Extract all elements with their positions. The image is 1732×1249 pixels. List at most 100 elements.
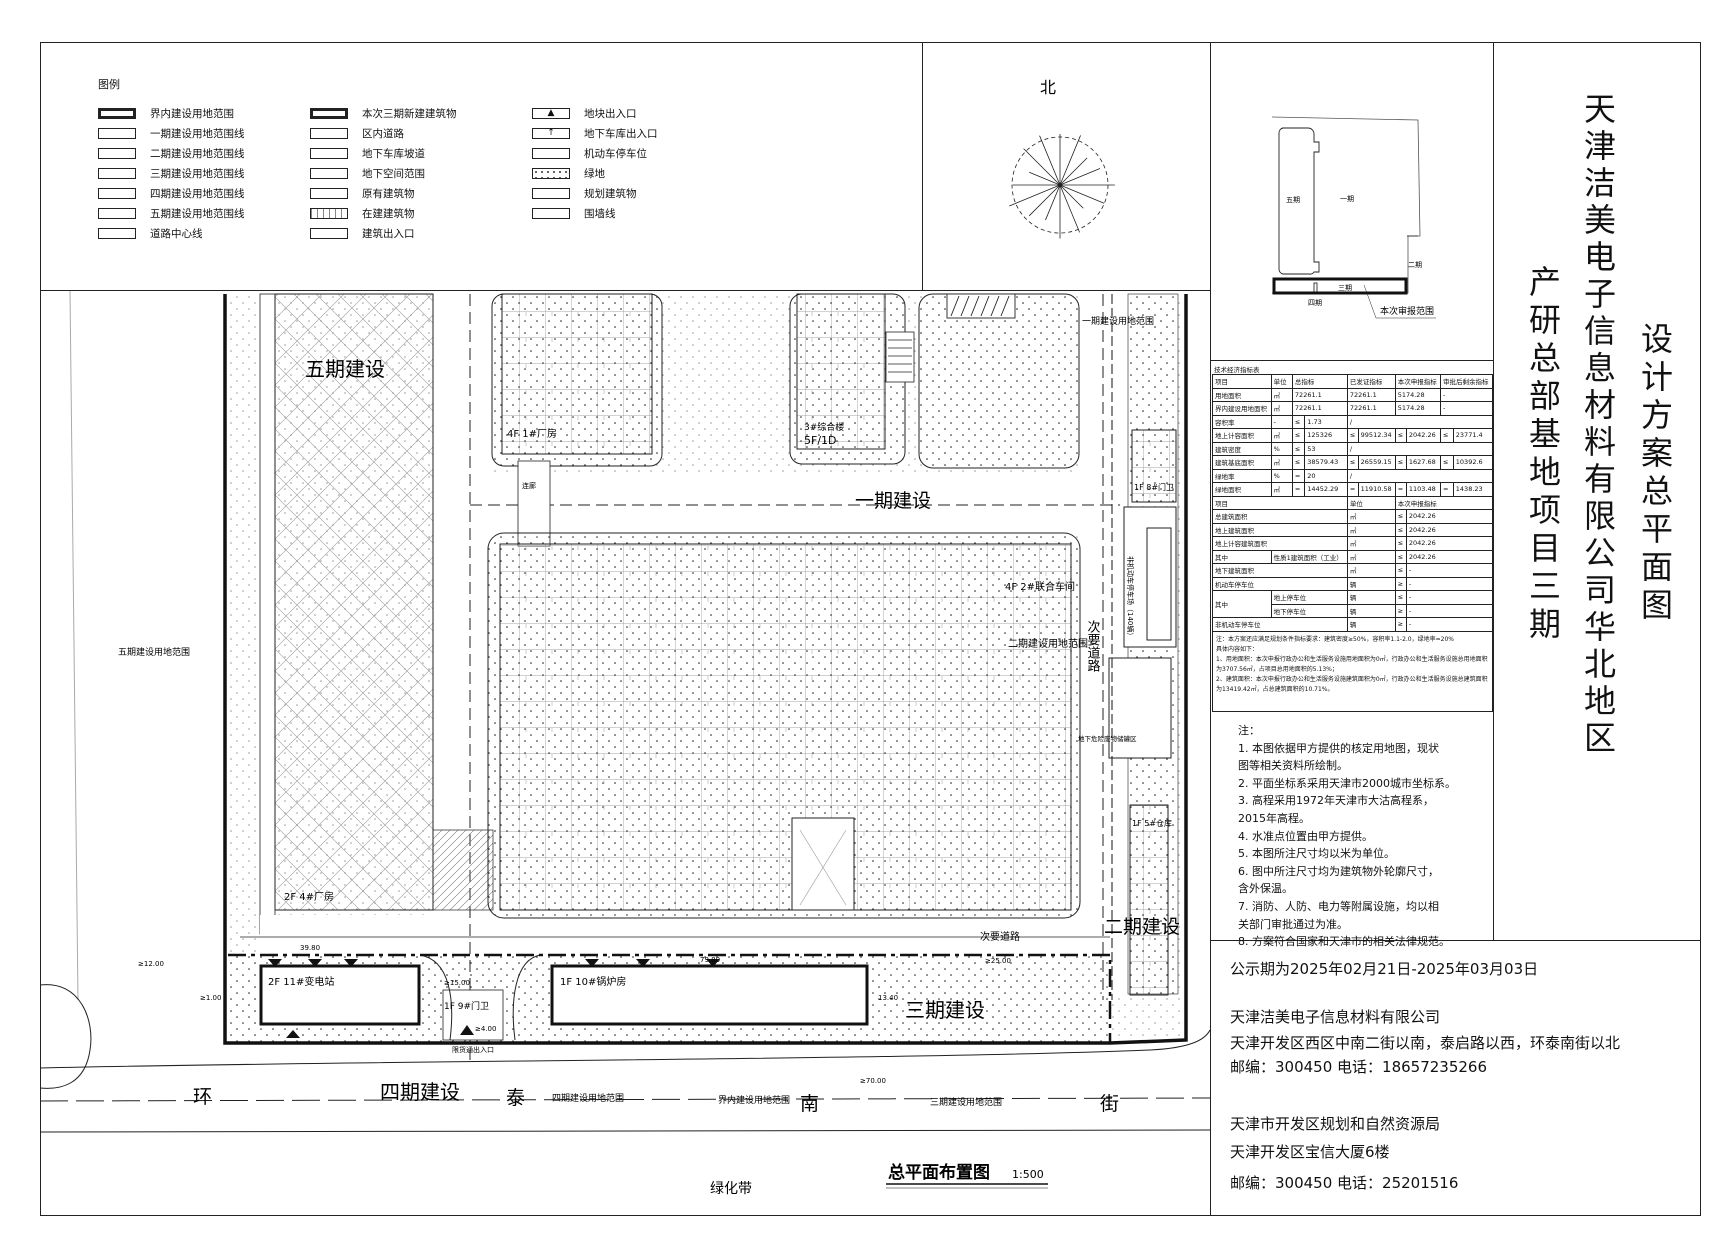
legend-swatch-icon (98, 207, 136, 219)
applicant-name: 天津洁美电子信息材料有限公司 (1230, 1008, 1441, 1026)
table-cell: 99512.34 (1357, 428, 1396, 443)
label-secondary-road: 次要道路 (980, 930, 1020, 943)
table-cell: 2042.26 (1405, 536, 1494, 551)
table-cell: 1.73 (1304, 414, 1348, 429)
table-cell: 辆 (1346, 617, 1396, 632)
north-compass: 北 (1009, 78, 1115, 239)
legend-swatch-icon (98, 147, 136, 159)
legend-swatch-icon (310, 227, 348, 239)
label-site-scope: 界内建设用地范围 (718, 1094, 790, 1106)
legend-item: 界内建设用地范围 (98, 104, 234, 122)
legend-label: 地下空间范围 (362, 167, 425, 180)
table-cell: ≥ (1394, 603, 1407, 618)
table-cell: 2042.26 (1405, 509, 1494, 524)
table-cell: = (1394, 482, 1407, 497)
table-cell: 其中 (1212, 549, 1272, 564)
table-cell: 2042.26 (1405, 549, 1494, 564)
table-header: 项目 (1212, 495, 1348, 510)
table-cell: - (1405, 603, 1494, 618)
table-cell: 2042.26 (1405, 428, 1441, 443)
legend-item: 三期建设用地范围线 (98, 164, 245, 182)
legend-title: 图例 (98, 78, 120, 91)
label-phase2-scope: 二期建设用地范围 (1008, 637, 1088, 650)
table-cell: / (1346, 414, 1494, 429)
legend-swatch-icon (532, 147, 570, 159)
keyplan-phase5: 五期 (1286, 196, 1300, 204)
legend-item: 四期建设用地范围线 (98, 184, 245, 202)
table-cell: ㎡ (1270, 482, 1293, 497)
table-cell: 10392.6 (1452, 455, 1494, 470)
table-cell: 23771.4 (1452, 428, 1494, 443)
legend-label: 围墙线 (584, 207, 616, 220)
label-b11: 2F 11#变电站 (268, 975, 334, 988)
keyplan-phase1: 一期 (1340, 195, 1354, 203)
table-cell: ㎡ (1270, 401, 1293, 416)
legend-swatch-icon (98, 167, 136, 179)
dim-label: ≥1.00 (200, 994, 221, 1002)
table-cell: ㎡ (1270, 428, 1293, 443)
table-header: 总指标 (1291, 374, 1348, 389)
authority-name: 天津市开发区规划和自然资源局 (1230, 1115, 1441, 1133)
legend-item: 绿地 (532, 164, 605, 182)
label-green-belt: 绿化带 (710, 1181, 752, 1197)
label-b5: 1F 5#仓库 (1132, 818, 1172, 828)
table-cell: ≤ (1394, 455, 1407, 470)
dim-label: ≥15.00 (444, 979, 470, 987)
table-cell: % (1270, 468, 1293, 483)
legend-label: 三期建设用地范围线 (150, 167, 245, 180)
site-plan: 五期建设 一期建设 二期建设 三期建设 四期建设 五期建设用地范围 一期建设用地… (40, 291, 1210, 1197)
project-title-company: 天津洁美电子信息材料有限公司华北地区 (1579, 92, 1617, 758)
table-cell: 绿地面积 (1212, 482, 1272, 497)
table-header: 单位 (1270, 374, 1293, 389)
label-phase4: 四期建设 (380, 1080, 460, 1104)
publicity-period: 公示期为2025年02月21日-2025年03月03日 (1230, 960, 1539, 978)
dim-label: 79.80 (700, 956, 720, 964)
dim-label: ≥12.00 (138, 960, 164, 968)
table-cell: = (1291, 482, 1306, 497)
dim-label: 13.40 (878, 994, 898, 1002)
note-line: 4. 水准点位置由甲方提供。 (1238, 829, 1373, 843)
legend-label: 五期建设用地范围线 (150, 207, 245, 220)
dim-label: ≥25.00 (985, 957, 1011, 965)
table-cell: ≤ (1346, 428, 1359, 443)
table-cell: - (1405, 590, 1494, 605)
keyplan-phase2: 二期 (1408, 261, 1422, 269)
divider (40, 290, 1210, 291)
table-header: 单位 (1346, 495, 1396, 510)
table-cell: 5174.28 (1394, 387, 1441, 402)
table-cell: ≤ (1291, 428, 1306, 443)
table-cell: % (1270, 441, 1293, 456)
table-cell: 辆 (1346, 576, 1396, 591)
table-cell: 绿地率 (1212, 468, 1272, 483)
legend-label: 规划建筑物 (584, 187, 637, 200)
table-cell: ≤ (1439, 428, 1454, 443)
note-line: 关部门审批通过为准。 (1238, 917, 1348, 931)
legend-item: 二期建设用地范围线 (98, 144, 245, 162)
legend-item: 地下空间范围 (310, 164, 425, 182)
tech-footnotes: 注：本方案还应满足规划条件指标要求：建筑密度≥50%，容积率1.1-2.0，绿地… (1212, 631, 1493, 712)
legend-item: ↑地下车库出入口 (532, 124, 658, 142)
table-cell: ≥ (1394, 576, 1407, 591)
legend-item: 规划建筑物 (532, 184, 637, 202)
table-cell: ㎡ (1270, 455, 1293, 470)
table-cell: 界内建设用地面积 (1212, 401, 1272, 416)
legend-label: 一期建设用地范围线 (150, 127, 245, 140)
label-b3a: 3#综合楼 (804, 421, 844, 433)
legend-swatch-icon (98, 187, 136, 199)
label-phase5-scope: 五期建设用地范围 (118, 646, 190, 658)
legend-swatch-icon (310, 187, 348, 199)
table-row: 其中性质1建筑面积（工业）㎡≤2042.26 (1212, 549, 1494, 564)
note-line: 8. 方案符合国家和天津市的相关法律规范。 (1238, 935, 1450, 949)
legend-swatch-icon: ↑ (532, 127, 570, 139)
table-cell: 地上建筑面积 (1212, 522, 1348, 537)
note-line: 1. 本图依据甲方提供的核定用地图，现状 (1238, 741, 1439, 755)
legend-swatch-icon (310, 207, 348, 219)
table-cell: / (1346, 468, 1494, 483)
table-row: 项目单位总指标已发证指标本次申报指标审批后剩余指标 (1212, 374, 1494, 389)
legend-item: 围墙线 (532, 204, 616, 222)
